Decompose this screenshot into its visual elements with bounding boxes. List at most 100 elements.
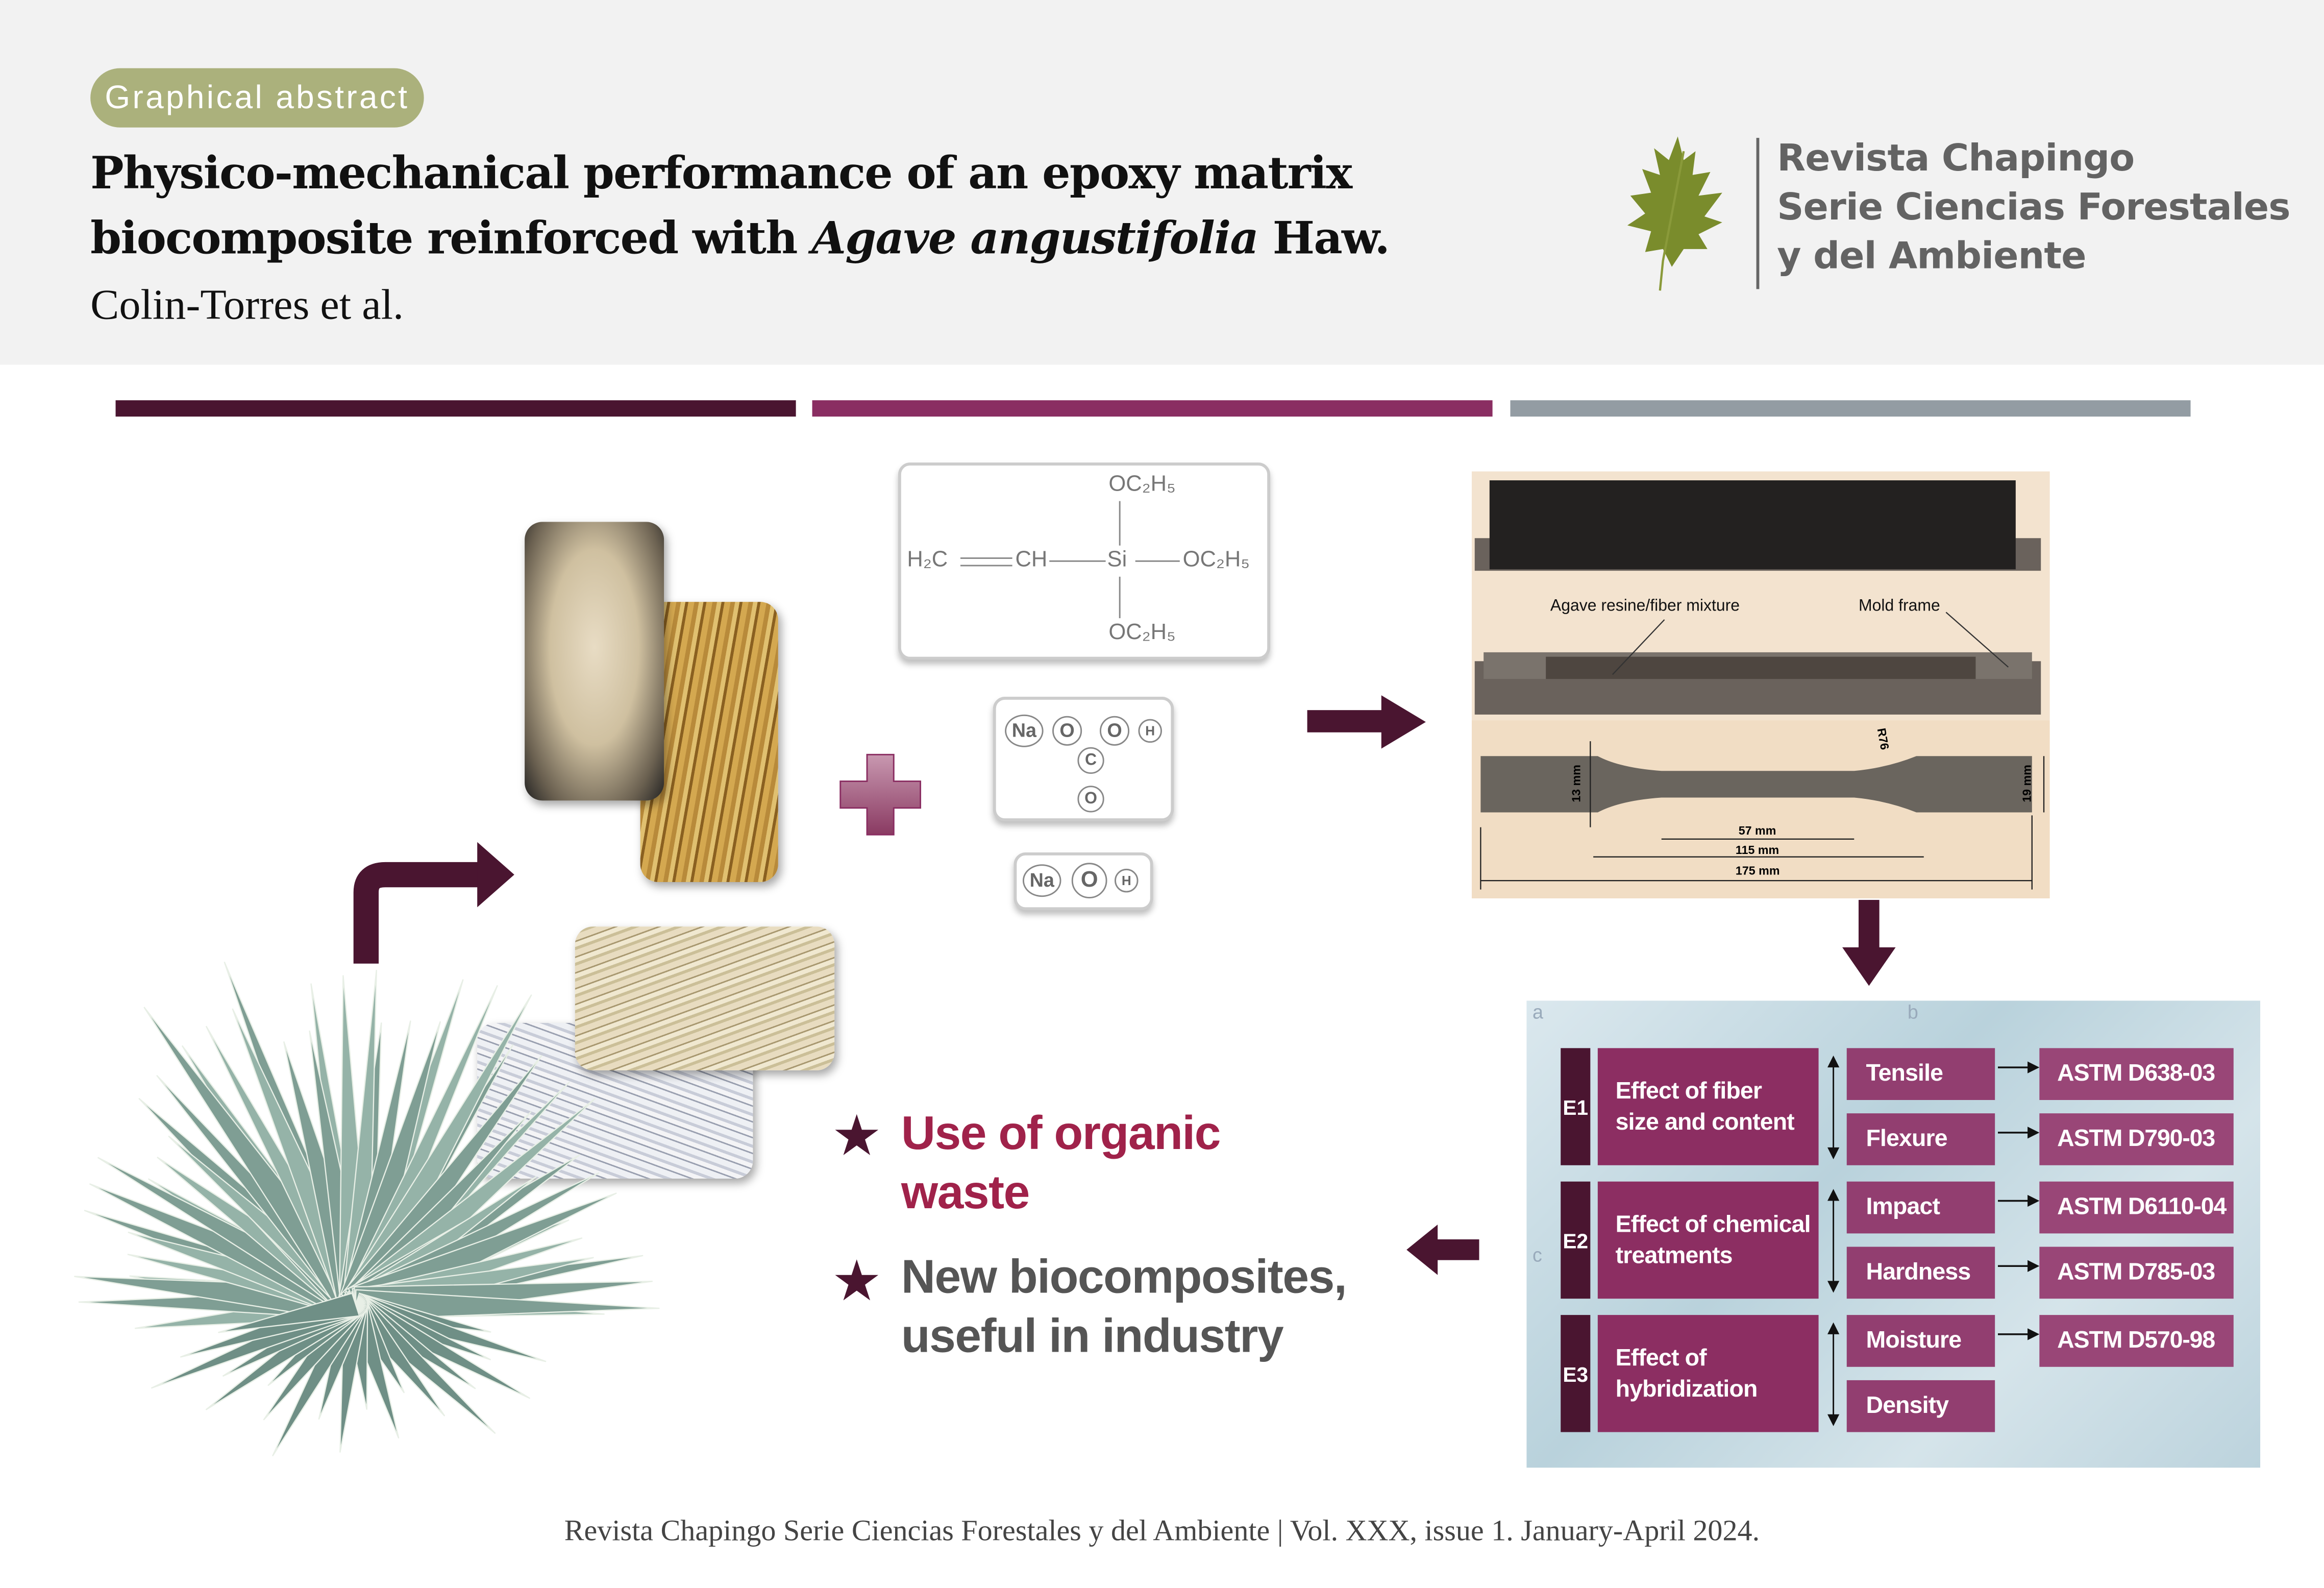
experiment-id: E3 [1561, 1315, 1591, 1432]
dim-gauge-length: 57 mm [1738, 824, 1776, 838]
oak-leaf-icon [1627, 136, 1722, 291]
journal-logo-text: Revista Chapingo Serie Ciencias Forestal… [1777, 133, 2290, 280]
atom-c: C [1077, 747, 1104, 774]
astm-standard: ASTM D790-03 [2039, 1113, 2234, 1165]
star-icon: ★ [831, 1251, 882, 1314]
experimental-design-table: a b c E1 Effect of fiber size and content T… [1526, 1000, 2261, 1468]
experiment-text-line: Effect of fiber [1615, 1078, 1762, 1104]
highlight-line: New biocomposites, [901, 1250, 1347, 1303]
atom-h: H [1115, 868, 1139, 893]
experiment-text: Effect of hybridization [1616, 1342, 1758, 1405]
title-text: Haw. [1258, 213, 1390, 265]
header-band [0, 0, 2324, 365]
atom-o: O [1052, 716, 1082, 746]
test-density: Density [1846, 1380, 1995, 1432]
section-bar-1 [115, 400, 796, 417]
test-hardness: Hardness [1846, 1247, 1995, 1299]
journal-name-line-3: y del Ambiente [1777, 234, 2086, 278]
experiment-text: Effect of fiber size and content [1615, 1076, 1795, 1138]
experiment-text-line: Effect of [1615, 1345, 1707, 1371]
astm-standard: ASTM D785-03 [2039, 1247, 2234, 1299]
chopped-fiber-photo [575, 926, 835, 1070]
dim-mid-length: 115 mm [1735, 843, 1779, 857]
astm-standard: ASTM D638-03 [2039, 1048, 2234, 1100]
journal-name-line-2: Serie Ciencias Forestales [1777, 185, 2290, 229]
experiment-text-line: treatments [1615, 1243, 1733, 1268]
highlight-line: waste [901, 1165, 1030, 1219]
arrow-right-icon [1997, 1328, 2040, 1340]
formula-group: OC₂H₅ [1108, 619, 1176, 645]
journal-name-line-1: Revista Chapingo [1777, 136, 2135, 180]
panel-label: b [1907, 1000, 1918, 1023]
logo-divider [1756, 138, 1760, 289]
experiment-text-line: Effect of chemical [1615, 1212, 1811, 1237]
mold-and-specimen-figure: Agave resine/fiber mixture Mold frame R7… [1471, 471, 2050, 899]
agave-plant-image [74, 961, 660, 1457]
dim-total-length: 175 mm [1735, 864, 1780, 878]
label-mold-frame: Mold frame [1858, 597, 1940, 616]
arrow-right-icon [1997, 1194, 2040, 1207]
highlight-new-biocomposites: New biocomposites, useful in industry [901, 1247, 1347, 1365]
astm-standard: ASTM D6110-04 [2039, 1181, 2234, 1234]
experiment-text-line: size and content [1615, 1109, 1795, 1135]
formula-group: OC₂H₅ [1108, 471, 1176, 497]
dim-narrow-width: 13 mm [1570, 765, 1584, 802]
formula-group: OC₂H₅ [1182, 547, 1250, 573]
title-line-2: biocomposite reinforced with Agave angus… [90, 208, 1390, 273]
atom-o: O [1071, 863, 1107, 899]
authors: Colin-Torres et al. [90, 281, 404, 329]
atom-o: O [1099, 716, 1130, 746]
sodium-bicarbonate-structure: Na O O H C O [993, 697, 1174, 821]
atom-o: O [1077, 786, 1104, 813]
double-arrow-icon [1827, 1322, 1840, 1426]
experiment-text-line: hybridization [1615, 1376, 1758, 1402]
experiment-description: Effect of hybridization [1597, 1315, 1819, 1432]
species-name: Agave angustifolia [811, 213, 1258, 265]
arrow-right-icon [1997, 1127, 2040, 1139]
astm-standard: ASTM D570-98 [2039, 1315, 2234, 1367]
title-text: biocomposite reinforced with [90, 213, 812, 265]
formula-group: H₂C [907, 547, 948, 573]
test-tensile: Tensile [1846, 1048, 1995, 1100]
label-resin-fiber-mixture: Agave resine/fiber mixture [1550, 597, 1740, 616]
arrow-right-icon [1997, 1260, 2040, 1272]
vinyl-triethoxysilane-structure: OC₂H₅ H₂C CH Si OC₂H₅ OC₂H₅ [898, 462, 1270, 660]
formula-group: CH [1015, 547, 1048, 573]
star-icon: ★ [831, 1106, 882, 1168]
double-arrow-icon [1827, 1189, 1840, 1293]
agave-leaf [218, 1292, 360, 1333]
panel-label: a [1532, 1000, 1544, 1023]
panel-label: c [1532, 1243, 1542, 1266]
experiment-id: E2 [1561, 1181, 1591, 1299]
formula-group: Si [1107, 547, 1127, 573]
arrow-right-icon [1997, 1061, 2040, 1073]
title-line-1: Physico-mechanical performance of an epo… [90, 148, 1352, 201]
arrow-down-icon [1842, 899, 1896, 986]
test-moisture: Moisture [1846, 1315, 1995, 1367]
experiment-description: Effect of fiber size and content [1597, 1048, 1819, 1165]
arrow-left-icon [1406, 1224, 1479, 1275]
section-bar-2 [812, 400, 1493, 417]
curved-arrow-icon [353, 842, 514, 964]
sodium-hydroxide-structure: Na O H [1013, 852, 1153, 911]
plus-icon [839, 753, 922, 836]
footer-citation: Revista Chapingo Serie Ciencias Forestal… [564, 1515, 1760, 1548]
highlight-line: useful in industry [901, 1309, 1284, 1363]
double-arrow-icon [1827, 1055, 1840, 1160]
graphical-abstract-badge: Graphical abstract [90, 68, 424, 128]
atom-na: Na [1022, 864, 1061, 897]
arrow-right-icon [1307, 695, 1426, 749]
atom-h: H [1138, 719, 1162, 743]
test-impact: Impact [1846, 1181, 1995, 1234]
experiment-description: Effect of chemical treatments [1597, 1181, 1819, 1299]
highlight-organic-waste: Use of organic waste [901, 1103, 1221, 1221]
test-flexure: Flexure [1846, 1113, 1995, 1165]
highlight-line: Use of organic [901, 1106, 1221, 1160]
dim-wide-width: 19 mm [2020, 765, 2034, 802]
section-bar-3 [1510, 400, 2191, 417]
experiment-text: Effect of chemical treatments [1616, 1209, 1811, 1271]
experiment-id: E1 [1561, 1048, 1591, 1165]
article-title: Physico-mechanical performance of an epo… [90, 142, 1390, 273]
raw-fiber-photo [525, 522, 664, 801]
